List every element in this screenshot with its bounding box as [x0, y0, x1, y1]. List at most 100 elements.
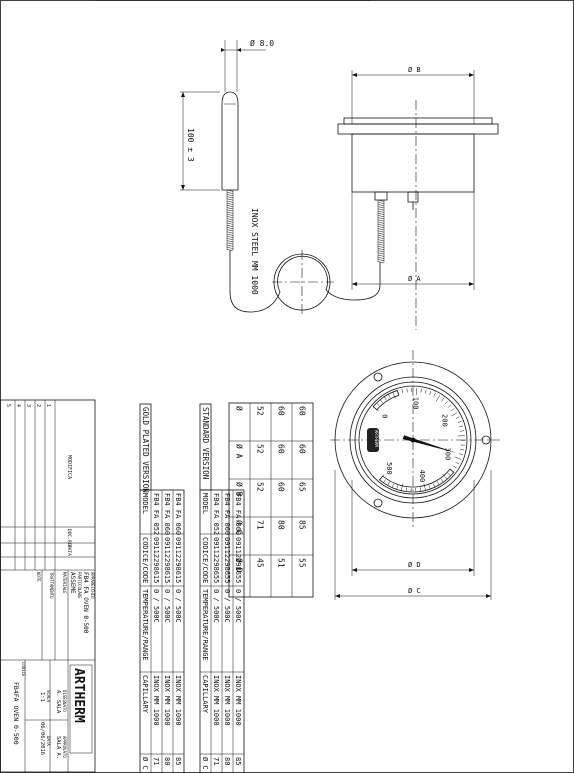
dia-a-label: Ø A	[408, 275, 421, 283]
dial-tick	[423, 483, 426, 491]
dimension-table-cell: 55	[298, 558, 307, 568]
gold-version-table: GOLD PLATED VERSIONMODELCODICE/CODETEMPE…	[139, 403, 185, 773]
gold_version-table-cell: FB4 FA 052	[152, 493, 160, 535]
dial-red-zone	[379, 468, 455, 493]
dial-tick	[383, 396, 387, 401]
apparecchio-value: FB4 FA OVEN 0-500	[82, 572, 89, 634]
dimension-table-cell: 52	[256, 482, 265, 492]
gauge-front-view: 0 100 200 300 400 500 ARTHERM Ø D Ø C	[330, 350, 500, 600]
standard_version-table-cell: INOX MM 1000	[212, 675, 220, 726]
gold_version-table-cell: TEMPERATURE/RANGE	[141, 589, 149, 661]
revision-number: 3	[25, 404, 31, 407]
standard_version-table-cell: 09112298655	[212, 537, 220, 583]
company-logo-text: ARTHERM	[71, 668, 86, 723]
disegnato-value: A. SALA	[55, 690, 61, 714]
gold_version-table-cell: CODICE/CODE	[141, 537, 149, 583]
dimension-table-cell: 80	[277, 520, 286, 530]
dial-label-200: 200	[440, 414, 448, 427]
disegnato-label: DISEGNATO	[62, 690, 67, 712]
standard_version-table-cell: INOX MM 1000	[223, 675, 231, 726]
dimension-table-cell: 45	[256, 558, 265, 568]
gauge-brand-badge	[367, 428, 379, 452]
probe-bulb	[221, 91, 239, 191]
dimension-table-cell: Ø A	[235, 444, 245, 459]
probe-length-label: 100 ± 3	[186, 128, 195, 162]
dial-label-300: 300	[443, 448, 451, 461]
dial-tick	[457, 435, 465, 437]
dial-tick	[448, 404, 452, 408]
gold_version-table-cell: 0 / 500C	[174, 589, 182, 623]
dimension-table-cell: Ø D	[235, 558, 245, 573]
standard_version-table-cell: FB4 FA 060	[234, 493, 242, 535]
standard_version-table-cell: 0 / 500C	[223, 589, 231, 623]
dial-tick	[379, 399, 383, 403]
dial-tick	[401, 389, 404, 394]
doc-rif-label: DOC.RIF	[66, 529, 72, 548]
dimension-table: ØØ AØ BØ CØ D525252714560606080516060658…	[228, 402, 314, 598]
scala-value: 1:1	[39, 692, 45, 702]
standard_version-table-cell: CAPILLARY	[201, 675, 209, 714]
dial-tick	[458, 453, 463, 456]
particolare-value: ASSEME	[69, 572, 76, 594]
dia-b-label: Ø B	[408, 66, 421, 74]
dimension-table-cell: Ø B	[235, 482, 245, 497]
gold_version-table-cell: INOX MM 1000	[174, 675, 182, 726]
dimension-table-cell: 52	[256, 406, 265, 416]
gold_version-table-cell: Ø C	[141, 757, 149, 770]
revision-number: 4	[15, 404, 21, 407]
gauge-side-view: Ø B Ø A	[337, 66, 499, 330]
dial-tick	[383, 479, 386, 483]
approvato-value: SALA A.	[55, 736, 61, 759]
gold_version-table-cell: INOX MM 1000	[152, 675, 160, 726]
gauge-needle	[402, 435, 458, 454]
standard_version-table-cell: 0 / 500C	[212, 589, 220, 623]
capillary-tube	[229, 250, 381, 313]
dial-tick	[444, 401, 448, 405]
gold_version-table-cell: FB4 FA 060	[174, 493, 182, 535]
dial-tick	[405, 487, 407, 492]
dial-dark-zone	[372, 389, 400, 411]
gold_version-table-cell: 0 / 500C	[163, 589, 171, 623]
gold_version-title: GOLD PLATED VERSION	[141, 407, 150, 493]
dial-tick	[396, 485, 399, 490]
dial-tick	[436, 481, 440, 486]
standard_version-table-cell: FB4 FA 060	[223, 493, 231, 535]
dial-tick	[460, 449, 465, 451]
dimension-table-cell: Ø	[235, 406, 245, 411]
gold_version-table-cell: 09112298615	[163, 537, 171, 583]
gold_version-table-cell: 09112298615	[152, 537, 160, 583]
note-label: NOTE	[36, 572, 41, 582]
dial-tick	[459, 425, 464, 428]
standard_version-table-cell: MODEL	[201, 493, 209, 514]
dimension-table-cell: 60	[277, 444, 286, 454]
dial-label-400: 400	[418, 470, 426, 483]
standard_version-table-cell: 85	[234, 757, 242, 765]
dial-tick	[440, 478, 444, 483]
dial-tick	[420, 388, 422, 393]
dial-tick	[387, 481, 390, 486]
dimension-table-cell: Ø C	[235, 520, 245, 535]
dia-c-label: Ø C	[408, 587, 421, 595]
dial-tick	[450, 408, 455, 412]
codice-label: CODICE	[21, 662, 26, 677]
dial-tick	[401, 483, 404, 491]
dial-tick	[460, 430, 465, 432]
gold_version-table-cell: CAPILLARY	[141, 675, 149, 714]
dial-label-500: 500	[385, 462, 393, 475]
dial-label-0: 0	[381, 414, 389, 418]
standard_version-table-cell: Ø C	[201, 757, 209, 770]
standard-version-table: STANDARD VERSIONMODELCODICE/CODETEMPERAT…	[199, 403, 245, 773]
dia-d-label: Ø D	[408, 561, 421, 569]
revision-number: 2	[35, 404, 41, 407]
dimension-table-cell: 60	[298, 406, 307, 416]
dial-tick	[435, 395, 440, 402]
gauge-brand: ARTHERM	[374, 430, 379, 447]
dial-tick	[388, 394, 391, 398]
materiale-label: MATERIALE	[62, 572, 67, 594]
standard_version-title: STANDARD VERSION	[201, 407, 210, 479]
revision-number: 5	[5, 404, 11, 407]
gold_version-table-cell: 85	[174, 757, 182, 765]
data-label: DATA	[46, 736, 51, 746]
